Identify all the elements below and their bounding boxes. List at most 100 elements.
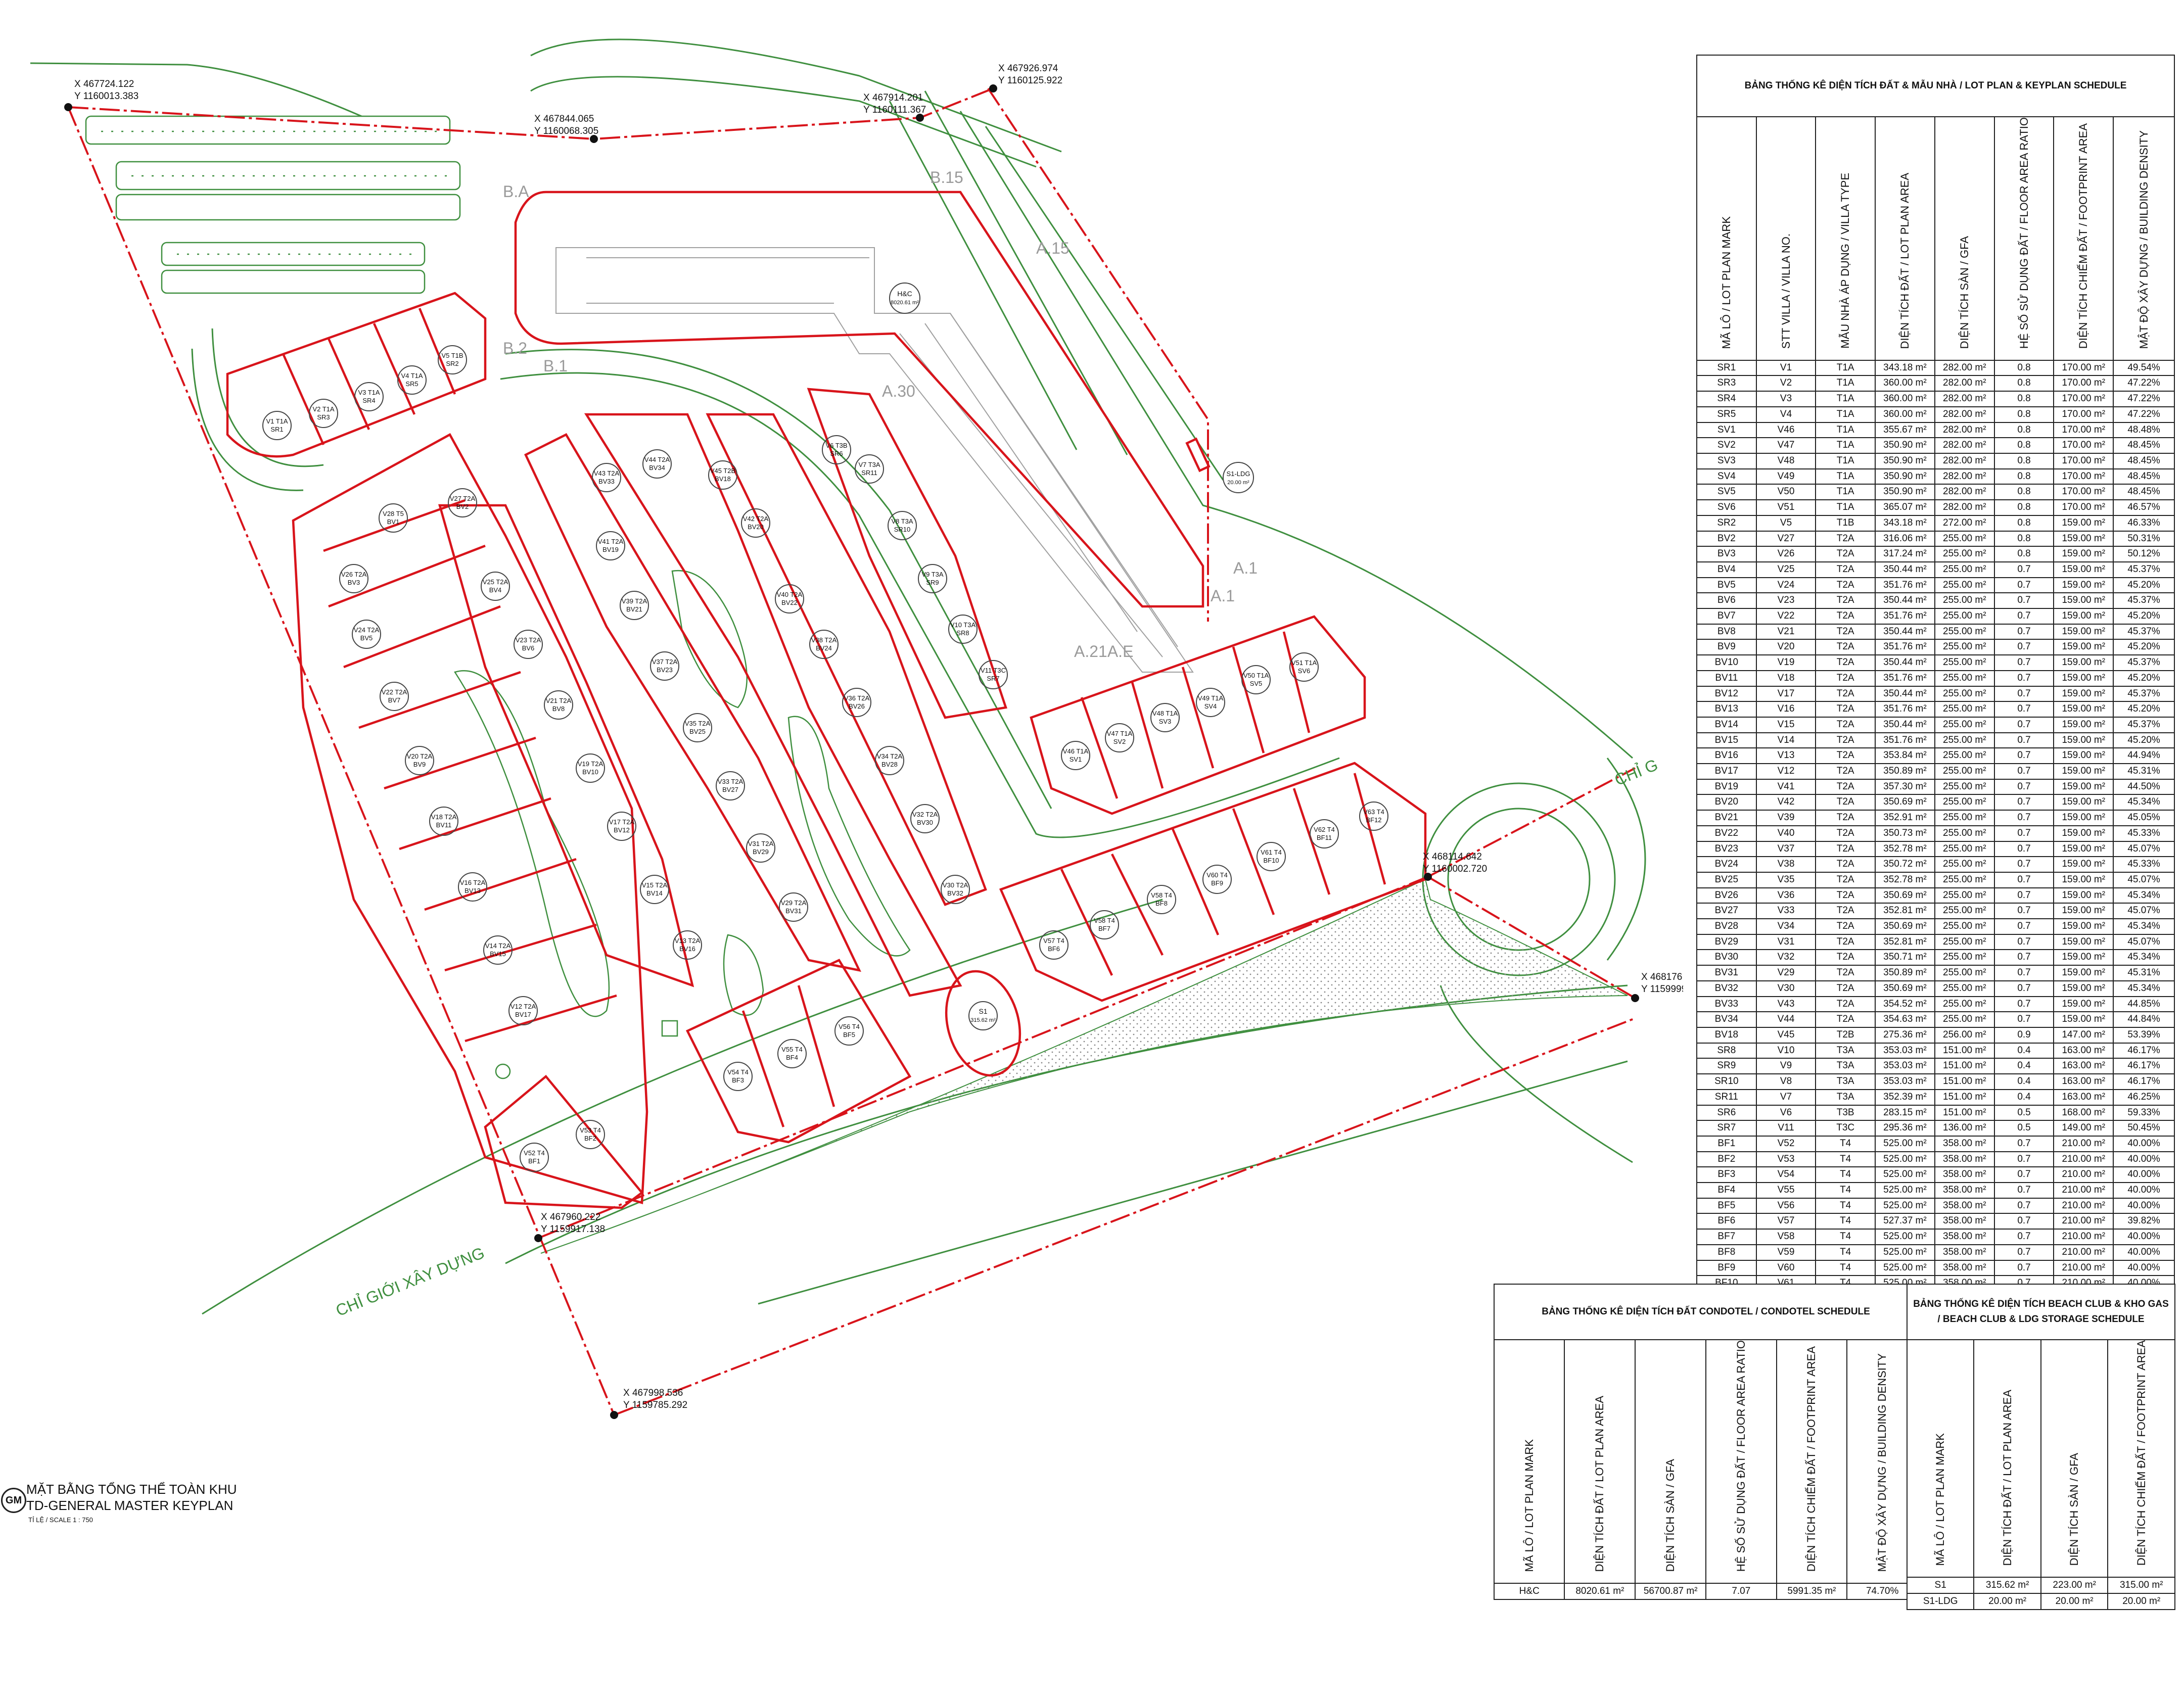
table-cell: V53: [1755, 1151, 1817, 1168]
lot-column-header-text: STT VILLA / VILLA NO.: [1779, 233, 1792, 349]
table-cell: 45.07%: [2113, 871, 2175, 888]
table-cell: 255.00 m²: [1934, 561, 1995, 578]
table-cell: BV31: [1696, 965, 1757, 981]
table-cell: T3A: [1815, 1073, 1876, 1090]
table-cell: 350.69 m²: [1875, 887, 1935, 904]
svg-text:V28 T5: V28 T5: [383, 510, 404, 517]
table-cell: BF3: [1696, 1166, 1757, 1184]
s1ldg-marker: S1-LDG 20.00 m²: [1223, 462, 1254, 493]
table-cell: 0.5: [1993, 1104, 2055, 1121]
table-cell: 44.50%: [2113, 778, 2175, 795]
table-cell: T4: [1815, 1197, 1876, 1214]
table-cell: 20.00 m²: [2107, 1593, 2175, 1611]
drawing-caption: GM MẶT BẰNG TỔNG THỂ TOÀN KHU TD-GENERAL…: [0, 1481, 253, 1536]
table-cell: T1A: [1815, 375, 1876, 392]
svg-text:BF12: BF12: [1366, 816, 1381, 824]
table-cell: 0.4: [1993, 1058, 2055, 1075]
table-cell: V50: [1755, 484, 1817, 501]
table-cell: 159.00 m²: [2053, 577, 2114, 594]
svg-text:Y 1159999.381: Y 1159999.381: [1641, 984, 1683, 995]
table-cell: 282.00 m²: [1934, 421, 1995, 439]
table-cell: BV20: [1696, 794, 1757, 811]
table-cell: 255.00 m²: [1934, 577, 1995, 594]
table-cell: 151.00 m²: [1934, 1058, 1995, 1075]
svg-text:SR6: SR6: [830, 450, 843, 457]
svg-text:X 468176.491: X 468176.491: [1641, 972, 1683, 982]
beach-column-header: DIỆN TÍCH ĐẤT / LOT PLAN AREA: [1973, 1339, 2041, 1578]
table-cell: SR6: [1696, 1104, 1757, 1121]
table-cell: 159.00 m²: [2053, 639, 2114, 656]
table-cell: 46.17%: [2113, 1073, 2175, 1090]
svg-text:V61 T4: V61 T4: [1261, 848, 1282, 856]
svg-text:V36 T2A: V36 T2A: [844, 694, 870, 702]
table-cell: BF6: [1696, 1213, 1757, 1230]
table-cell: T2A: [1815, 980, 1876, 997]
table-cell: 0.7: [1993, 747, 2055, 765]
svg-text:BV9: BV9: [413, 761, 426, 768]
svg-text:BV18: BV18: [715, 475, 731, 483]
table-cell: V25: [1755, 561, 1817, 578]
svg-text:V38 T2A: V38 T2A: [811, 636, 837, 644]
table-cell: 282.00 m²: [1934, 391, 1995, 407]
svg-text:BF8: BF8: [1155, 900, 1168, 907]
svg-text:BV26: BV26: [849, 702, 865, 710]
table-cell: 163.00 m²: [2053, 1073, 2114, 1090]
table-cell: T2A: [1815, 639, 1876, 656]
table-cell: V2: [1755, 375, 1817, 392]
table-cell: T2A: [1815, 670, 1876, 687]
table-cell: SR10: [1696, 1073, 1757, 1090]
table-cell: V3: [1755, 391, 1817, 407]
hc-marker: H&C 8020.61 m²: [889, 282, 920, 314]
table-cell: BV8: [1696, 623, 1757, 640]
table-cell: V45: [1755, 1027, 1817, 1044]
table-cell: 0.8: [1993, 530, 2055, 547]
table-cell: 351.76 m²: [1875, 701, 1935, 718]
svg-text:V6 T3B: V6 T3B: [825, 442, 847, 449]
svg-text:SR1: SR1: [270, 426, 283, 433]
table-cell: 255.00 m²: [1934, 840, 1995, 858]
svg-text:V60 T4: V60 T4: [1206, 871, 1228, 879]
table-cell: V58: [1755, 1229, 1817, 1245]
svg-text:X 467844.065: X 467844.065: [534, 114, 594, 124]
table-cell: 350.73 m²: [1875, 825, 1935, 842]
table-cell: 255.00 m²: [1934, 949, 1995, 966]
table-cell: 351.76 m²: [1875, 639, 1935, 656]
table-cell: 159.00 m²: [2053, 716, 2114, 733]
table-cell: 159.00 m²: [2053, 933, 2114, 951]
lot-column-header: DIỆN TÍCH SÀN / GFA: [1934, 116, 1995, 361]
table-cell: 0.7: [1993, 763, 2055, 780]
lot-column-header: MẪU NHÀ ÁP DỤNG / VILLA TYPE: [1815, 116, 1876, 361]
condo-column-header-text: HỆ SỐ SỬ DỤNG ĐẤT / FLOOR AREA RATIO: [1734, 1340, 1747, 1572]
table-cell: 46.57%: [2113, 499, 2175, 516]
condo-column-header-text: DIỆN TÍCH SÀN / GFA: [1664, 1458, 1677, 1572]
table-cell: 40.00%: [2113, 1151, 2175, 1168]
table-cell: BV4: [1696, 561, 1757, 578]
table-cell: BF2: [1696, 1151, 1757, 1168]
table-cell: BV9: [1696, 639, 1757, 656]
svg-text:BV34: BV34: [649, 464, 665, 471]
table-cell: 159.00 m²: [2053, 825, 2114, 842]
table-cell: 282.00 m²: [1934, 468, 1995, 485]
table-cell: 353.03 m²: [1875, 1058, 1935, 1075]
svg-text:V26 T2A: V26 T2A: [341, 571, 367, 578]
table-cell: 210.00 m²: [2053, 1135, 2114, 1152]
table-cell: 0.7: [1993, 933, 2055, 951]
svg-text:V9 T3A: V9 T3A: [921, 571, 943, 578]
table-cell: T2A: [1815, 949, 1876, 966]
landscape-islands: [454, 570, 911, 1079]
svg-text:BV22: BV22: [781, 599, 798, 606]
table-cell: SR8: [1696, 1042, 1757, 1059]
table-cell: 350.69 m²: [1875, 980, 1935, 997]
svg-text:BV20: BV20: [748, 523, 764, 531]
table-cell: T1A: [1815, 421, 1876, 439]
table-cell: V56: [1755, 1197, 1817, 1214]
